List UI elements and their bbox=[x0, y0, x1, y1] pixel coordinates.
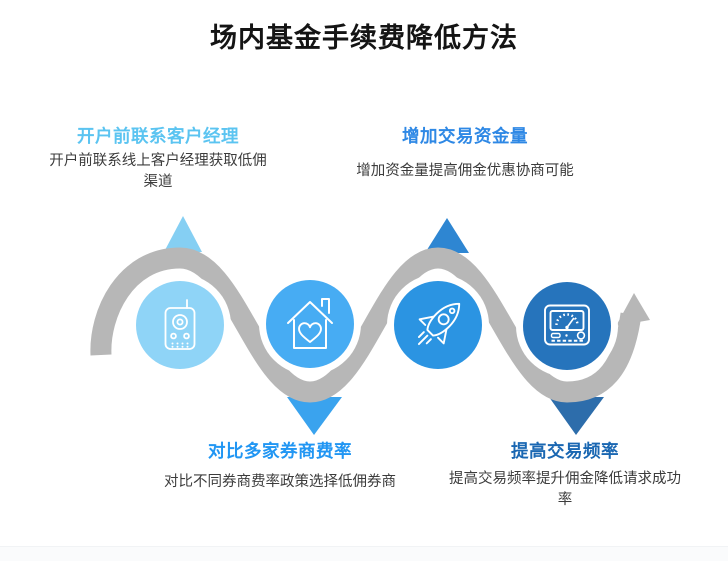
step-4-label-block: 提高交易频率 提高交易频率提升佣金降低请求成功率 bbox=[425, 438, 705, 510]
step-1-description: 开户前联系线上客户经理获取低佣渠道 bbox=[49, 153, 267, 190]
step-2-down-arrow bbox=[287, 397, 342, 435]
step-3-circle bbox=[394, 281, 482, 369]
step-1-up-arrow bbox=[164, 216, 202, 252]
wave-path bbox=[90, 247, 642, 403]
step-3-heading: 增加交易资金量 bbox=[402, 126, 528, 146]
step-2-circle bbox=[266, 280, 354, 368]
step-4-heading: 提高交易频率 bbox=[511, 441, 619, 461]
step-1-heading: 开户前联系客户经理 bbox=[77, 126, 239, 146]
house-heart-icon bbox=[287, 298, 333, 349]
bottom-strip bbox=[0, 546, 728, 561]
phone-icon bbox=[164, 299, 196, 350]
wave-end-arrowhead bbox=[616, 293, 650, 326]
page-title: 场内基金手续费降低方法 bbox=[210, 23, 518, 53]
gauge-icon bbox=[544, 304, 590, 346]
step-3-description: 增加资金量提高佣金优惠协商可能 bbox=[356, 163, 574, 179]
step-3-up-arrow bbox=[425, 218, 469, 253]
step-2-description: 对比不同券商费率政策选择低佣券商 bbox=[164, 474, 396, 490]
rocket-icon bbox=[417, 302, 461, 346]
step-4-down-arrow bbox=[549, 397, 604, 435]
step-2-heading: 对比多家券商费率 bbox=[208, 441, 352, 461]
step-1-label-block: 开户前联系客户经理 开户前联系线上客户经理获取低佣渠道 bbox=[18, 123, 298, 192]
step-4-description: 提高交易频率提升佣金降低请求成功率 bbox=[449, 471, 681, 508]
step-3-label-block: 增加交易资金量 增加资金量提高佣金优惠协商可能 bbox=[325, 123, 605, 182]
step-2-label-block: 对比多家券商费率 对比不同券商费率政策选择低佣券商 bbox=[140, 438, 420, 493]
